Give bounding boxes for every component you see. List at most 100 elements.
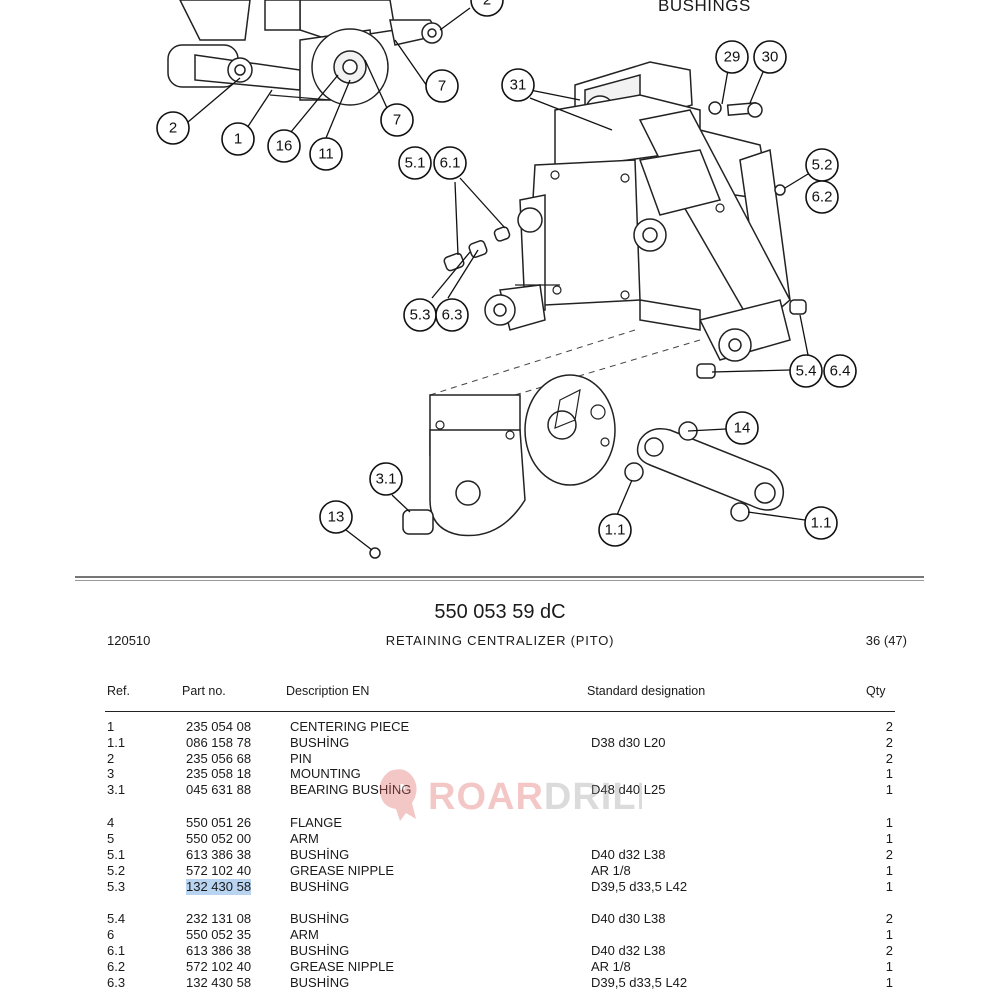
callout-31: 31: [501, 68, 535, 102]
table-row: 1 235 054 08 CENTERING PIECE 2: [0, 719, 1000, 735]
description-cell: GREASE NIPPLE: [290, 863, 395, 878]
callout-6-4: 6.4: [823, 354, 857, 388]
callout-7b: 7: [380, 103, 414, 137]
qty-cell: 1: [885, 782, 893, 797]
callout-30: 30: [753, 40, 787, 74]
description-cell: BEARING BUSHİNG: [290, 782, 412, 797]
table-row: 6.1 613 386 38 BUSHİNG D40 d32 L38 2: [0, 943, 1000, 959]
standard-cell: D39,5 d33,5 L42: [591, 879, 688, 894]
ref-cell: 6.2: [107, 959, 126, 974]
ref-cell: 5.2: [107, 863, 126, 878]
column-header-qty: Qty: [866, 684, 886, 698]
ref-cell: 5.4: [107, 911, 126, 926]
description-cell: MOUNTING: [290, 766, 361, 781]
ref-cell: 3.1: [107, 782, 126, 797]
qty-cell: 2: [885, 847, 893, 862]
document-number: 550 053 59 dC: [434, 601, 566, 623]
leader-lines: [187, 7, 809, 551]
ref-cell: 1.1: [107, 735, 126, 750]
callout-11: 11: [309, 137, 343, 171]
table-row: 5 550 052 00 ARM 1: [0, 831, 1000, 847]
callout-5-3: 5.3: [403, 298, 437, 332]
table-row: 6 550 052 35 ARM 1: [0, 927, 1000, 943]
svg-text:6.4: 6.4: [830, 363, 851, 380]
description-cell: BUSHİNG: [290, 847, 350, 862]
svg-text:6.1: 6.1: [440, 155, 461, 172]
svg-text:29: 29: [724, 49, 741, 66]
qty-cell: 1: [885, 879, 893, 894]
svg-text:5.4: 5.4: [796, 363, 817, 380]
standard-cell: D40 d30 L38: [591, 911, 666, 926]
table-row: 4 550 051 26 FLANGE 1: [0, 815, 1000, 831]
part-no-cell: 235 058 18: [186, 766, 252, 781]
description-cell: FLANGE: [290, 815, 343, 830]
column-header-part-no: Part no.: [182, 684, 226, 698]
part-no-cell-highlighted[interactable]: 132 430 58: [186, 879, 252, 895]
table-row: 5.1 613 386 38 BUSHİNG D40 d32 L38 2: [0, 847, 1000, 863]
table-header-rule: [105, 711, 895, 712]
svg-text:6.3: 6.3: [442, 307, 463, 324]
ref-cell: 1: [107, 719, 115, 734]
part-no-cell: 613 386 38: [186, 943, 252, 958]
callout-6-3: 6.3: [435, 298, 469, 332]
part-no-cell: 232 131 08: [186, 911, 252, 926]
callout-14: 14: [725, 411, 759, 445]
standard-cell: AR 1/8: [591, 959, 631, 974]
svg-text:2: 2: [483, 0, 491, 9]
description-cell: BUSHİNG: [290, 879, 350, 894]
table-row: 6.2 572 102 40 GREASE NIPPLE AR 1/8 1: [0, 959, 1000, 975]
description-cell: CENTERING PIECE: [290, 719, 410, 734]
part-no-cell: 235 054 08: [186, 719, 252, 734]
standard-cell: D48 d40 L25: [591, 782, 666, 797]
part-no-cell: 045 631 88: [186, 782, 252, 797]
table-row: 6.3 132 430 58 BUSHİNG D39,5 d33,5 L42 1: [0, 975, 1000, 991]
description-cell: PIN: [290, 751, 312, 766]
svg-text:7: 7: [393, 112, 401, 129]
table-row: 5.4 232 131 08 BUSHİNG D40 d30 L38 2: [0, 911, 1000, 927]
qty-cell: 2: [885, 751, 893, 766]
ref-cell: 5: [107, 831, 115, 846]
standard-cell: D40 d32 L38: [591, 943, 666, 958]
bushings: [443, 101, 807, 379]
qty-cell: 2: [885, 911, 893, 926]
svg-text:5.3: 5.3: [410, 307, 431, 324]
svg-text:11: 11: [318, 146, 334, 163]
standard-cell: D38 d30 L20: [591, 735, 666, 750]
qty-cell: 1: [885, 975, 893, 990]
svg-text:13: 13: [328, 509, 345, 526]
ref-cell: 5.1: [107, 847, 126, 862]
standard-cell: D39,5 d33,5 L42: [591, 975, 688, 990]
callout-5-4: 5.4: [789, 354, 823, 388]
description-cell: BUSHİNG: [290, 975, 350, 990]
callout-16: 16: [267, 129, 301, 163]
ref-cell: 5.3: [107, 879, 126, 894]
callout-7a: 7: [425, 69, 459, 103]
standard-cell: AR 1/8: [591, 863, 631, 878]
ref-cell: 3: [107, 766, 115, 781]
standard-cell: D40 d32 L38: [591, 847, 666, 862]
callout-6-1: 6.1: [433, 146, 467, 180]
description-cell: ARM: [290, 927, 319, 942]
svg-text:5.1: 5.1: [405, 155, 426, 172]
callout-5-2: 5.2: [805, 148, 839, 182]
callout-1-1b: 1.1: [804, 506, 838, 540]
description-cell: BUSHİNG: [290, 911, 350, 926]
svg-text:3.1: 3.1: [376, 471, 397, 488]
part-no-cell: 550 052 35: [186, 927, 252, 942]
svg-text:5.2: 5.2: [812, 157, 833, 174]
ref-cell: 2: [107, 751, 115, 766]
table-row: 2 235 056 68 PIN 2: [0, 751, 1000, 767]
part-no-cell: 613 386 38: [186, 847, 252, 862]
drawing-heading-fragment: BUSHINGS: [658, 0, 751, 15]
qty-cell: 1: [885, 959, 893, 974]
table-row: 3 235 058 18 MOUNTING 1: [0, 766, 1000, 782]
svg-text:1.1: 1.1: [605, 522, 626, 539]
svg-text:16: 16: [276, 138, 293, 155]
svg-text:30: 30: [762, 49, 779, 66]
upper-arm-assembly: [167, 0, 443, 106]
svg-text:6.2: 6.2: [812, 189, 833, 206]
description-cell: BUSHİNG: [290, 943, 350, 958]
callout-1: 1: [221, 122, 255, 156]
exploded-parts-drawing: 2 2 1 16 11 7 7 29 30 31 5.1 6.1 5.2 6.2…: [156, 0, 857, 559]
qty-cell: 1: [885, 863, 893, 878]
